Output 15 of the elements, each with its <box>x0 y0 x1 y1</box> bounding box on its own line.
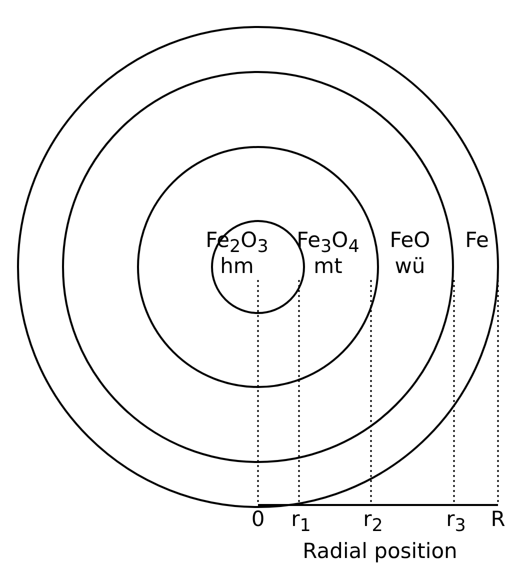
shell-circle <box>17 26 499 508</box>
phase-label: mt <box>312 255 344 277</box>
axis-tick-label: R <box>490 508 506 530</box>
formula-label: Fe$_{3}$O$_{4}$ <box>296 229 360 258</box>
axis-tick-label: r$_{1}$ <box>291 508 311 538</box>
axis-tick-label: r$_{3}$ <box>446 508 466 538</box>
formula-label: FeO <box>388 229 432 251</box>
axis-tick-label: 0 <box>251 508 265 530</box>
phase-label: hm <box>219 255 255 277</box>
axis-title: Radial position <box>302 540 458 562</box>
shell-circle <box>137 146 379 388</box>
phase-label: wü <box>394 255 426 277</box>
formula-label: Fe <box>464 229 490 251</box>
axis-tick-label: r$_{2}$ <box>363 508 383 538</box>
shell-circle <box>62 71 454 463</box>
